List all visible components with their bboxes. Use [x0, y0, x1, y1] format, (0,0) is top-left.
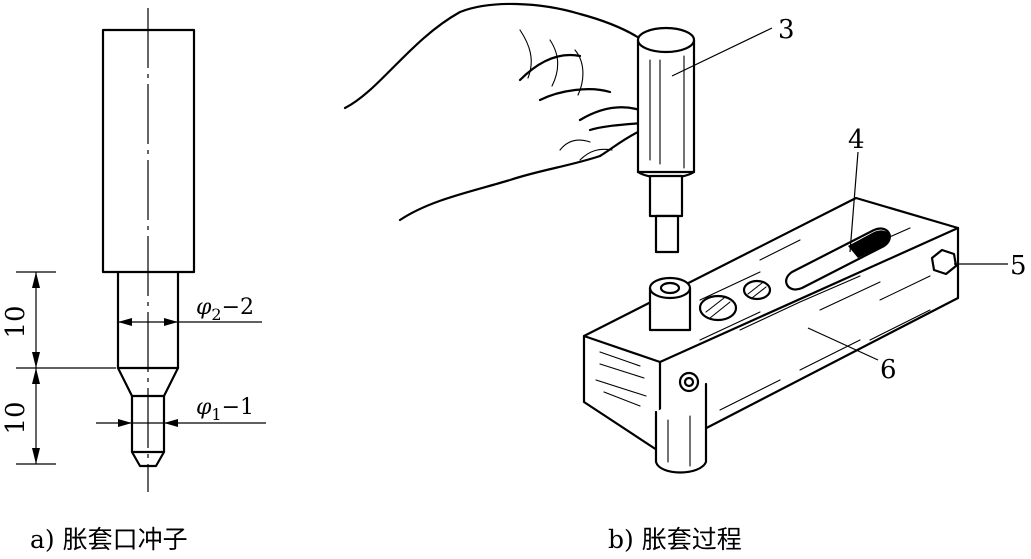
hand-shading: [519, 29, 613, 161]
punch-tip: [116, 270, 180, 468]
panel-b-process-illustration: 3 4: [343, 2, 1027, 554]
dim-lower-label: 10: [1, 401, 31, 434]
panel-a-punch-drawing: 10 10 φ2−2 φ1−1 a) 胀套口冲子: [1, 8, 266, 554]
caption-b: b) 胀套过程: [608, 525, 742, 554]
label-3: 3: [778, 15, 795, 45]
arrow: [118, 419, 132, 427]
punch-body: [636, 38, 696, 174]
hex-nut-5: [930, 248, 958, 276]
hole-hatch: [705, 297, 731, 319]
leg-shading: [667, 415, 691, 467]
slot-shadow: [848, 230, 890, 258]
screw-center: [683, 376, 695, 388]
leader-4: [849, 151, 859, 253]
arrow: [164, 318, 178, 326]
front-screw: [678, 371, 700, 393]
punch-neck: [648, 174, 684, 218]
arrow: [32, 368, 40, 384]
arrow: [32, 272, 40, 288]
arrow: [118, 318, 132, 326]
punch-top: [636, 26, 696, 54]
leader-6: [807, 327, 879, 361]
phi1-label: φ1−1: [196, 395, 254, 424]
punch-tip: [654, 214, 680, 254]
punch-3: [636, 26, 696, 254]
hole-large: [698, 294, 738, 322]
block-outline: [582, 196, 960, 454]
fixture-block-6: [582, 196, 960, 474]
leader-3: [671, 27, 773, 77]
hole-hatch: [747, 282, 767, 299]
caption-a: a) 胀套口冲子: [30, 525, 188, 554]
label-5: 5: [1010, 251, 1027, 281]
punch-shank: [101, 28, 196, 274]
arrow: [32, 448, 40, 464]
arrow: [32, 352, 40, 368]
arrow: [164, 419, 178, 427]
dim-upper-label: 10: [1, 305, 31, 338]
phi2-label: φ2−2: [196, 295, 254, 324]
punch-shading: [649, 55, 685, 169]
hole-small: [742, 279, 772, 301]
sleeve-bore: [659, 281, 681, 295]
hand-illustration: [343, 2, 656, 222]
label-6: 6: [880, 355, 897, 385]
label-4: 4: [848, 125, 865, 155]
